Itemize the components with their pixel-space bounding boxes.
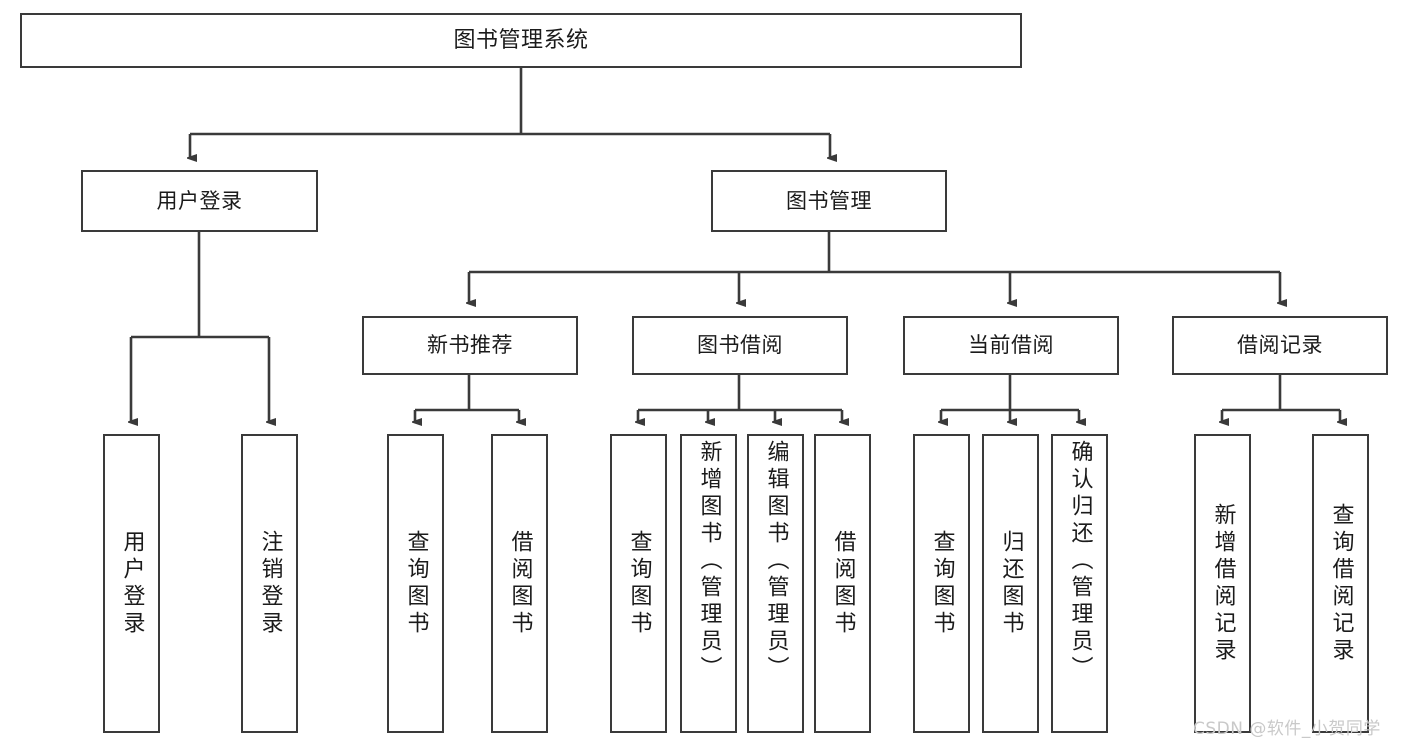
node-label: 注销登录: [257, 529, 283, 638]
node-label: 新增借阅记录: [1210, 502, 1236, 665]
node-label: 编辑图书（管理员）: [763, 440, 789, 683]
leaf-new-book-borrow[interactable]: 借阅图书: [491, 434, 548, 733]
leaf-borrow-record-add[interactable]: 新增借阅记录: [1194, 434, 1251, 733]
node-label: 查询图书: [403, 529, 429, 638]
node-label: 新书推荐: [427, 333, 513, 358]
leaf-current-borrow-query[interactable]: 查询图书: [913, 434, 970, 733]
leaf-book-borrow-add[interactable]: 新增图书（管理员）: [680, 434, 737, 733]
node-label: 用户登录: [119, 529, 145, 638]
node-label: 确认归还（管理员）: [1067, 440, 1093, 683]
leaf-user-login-logout[interactable]: 注销登录: [241, 434, 298, 733]
node-label: 当前借阅: [968, 333, 1054, 358]
leaf-user-login-login[interactable]: 用户登录: [103, 434, 160, 733]
node-label: 图书管理系统: [453, 27, 589, 53]
leaf-borrow-record-query[interactable]: 查询借阅记录: [1312, 434, 1369, 733]
node-borrow-record[interactable]: 借阅记录: [1172, 316, 1388, 375]
node-label: 查询图书: [626, 529, 652, 638]
leaf-book-borrow-query[interactable]: 查询图书: [610, 434, 667, 733]
node-label: 用户登录: [156, 188, 243, 213]
node-user-login[interactable]: 用户登录: [81, 170, 318, 232]
leaf-book-borrow-edit[interactable]: 编辑图书（管理员）: [747, 434, 804, 733]
leaf-current-borrow-confirm-return[interactable]: 确认归还（管理员）: [1051, 434, 1108, 733]
node-label: 借阅记录: [1237, 333, 1323, 358]
node-new-book-recommend[interactable]: 新书推荐: [362, 316, 578, 375]
node-book-management[interactable]: 图书管理: [711, 170, 947, 232]
node-label: 借阅图书: [507, 529, 533, 638]
node-label: 新增图书（管理员）: [696, 440, 722, 683]
node-label: 借阅图书: [830, 529, 856, 638]
node-label: 归还图书: [998, 529, 1024, 638]
node-label: 查询图书: [929, 529, 955, 638]
leaf-new-book-query[interactable]: 查询图书: [387, 434, 444, 733]
node-label: 图书借阅: [697, 333, 783, 358]
node-label: 图书管理: [786, 188, 872, 213]
node-book-borrow[interactable]: 图书借阅: [632, 316, 848, 375]
leaf-current-borrow-return[interactable]: 归还图书: [982, 434, 1039, 733]
node-root[interactable]: 图书管理系统: [20, 13, 1022, 68]
watermark-text: CSDN @软件_小贺同学: [1193, 719, 1381, 739]
leaf-book-borrow-borrow[interactable]: 借阅图书: [814, 434, 871, 733]
node-current-borrow[interactable]: 当前借阅: [903, 316, 1119, 375]
node-label: 查询借阅记录: [1328, 502, 1354, 665]
